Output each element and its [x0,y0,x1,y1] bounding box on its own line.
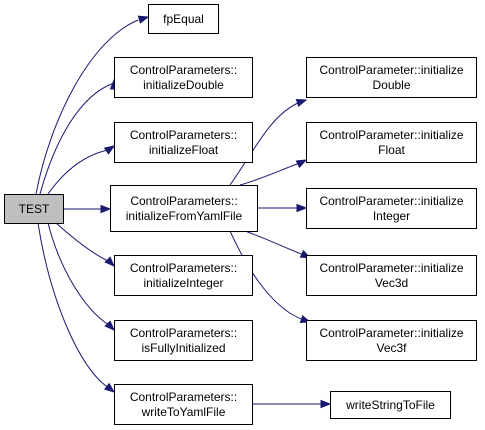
arrowhead-icon [103,145,116,155]
edge-cps_initfromyaml-to-cp_initfloat [239,159,308,186]
node-box [4,194,64,224]
node-label-line: initializeFromYamlFile [126,209,243,223]
node-label-line: ControlParameter::initialize [319,194,463,208]
arrowhead-icon [320,399,332,409]
node-test[interactable]: TEST [4,194,64,224]
node-label-line: ControlParameter::initialize [319,326,463,340]
node-label-line: ControlParameters:: [130,194,237,208]
node-label-line: TEST [19,202,50,216]
node-label-line: Float [378,143,405,157]
node-cps_initdouble[interactable]: ControlParameters::initializeDouble [114,57,253,98]
node-cp_initfloat[interactable]: ControlParameter::initializeFloat [306,122,477,163]
arrowhead-icon [137,15,150,24]
edge-cps_initfromyaml-to-cp_initvec3d [244,230,312,259]
edge-test-to-cps_initfloat [47,145,116,195]
node-box [148,4,219,34]
node-box [114,57,253,98]
node-label-line: ControlParameters:: [130,261,237,275]
edge-test-to-cps_initinteger [55,222,115,267]
node-label-line: isFullyInitialized [141,341,225,355]
arrowhead-icon [296,203,308,213]
edge-test-to-cps_initfromyaml [63,204,112,214]
node-label-line: Vec3d [375,276,408,290]
edge-line [35,19,139,195]
arrowhead-icon [104,320,115,331]
node-label-line: Integer [373,209,410,223]
arrowhead-icon [295,98,308,108]
nodes-layer: TEST fpEqualControlParameters::initialize… [4,4,477,425]
edge-line [47,149,109,195]
node-label-line: ControlParameter::initialize [319,128,463,142]
edge-cps_initfromyaml-to-cp_initdouble [229,98,308,186]
node-label-line: ControlParameter::initialize [319,63,463,77]
node-label-line: writeStringToFile [345,398,435,412]
edge-line [244,230,305,256]
edge-line [229,230,305,321]
node-label-line: initializeDouble [143,78,224,92]
node-label-line: ControlParameter::initialize [319,261,463,275]
edge-test-to-cps_isfully [47,222,115,331]
node-label-line: Double [372,78,410,92]
node-label-line: ControlParameters:: [130,128,237,142]
node-box [114,384,253,425]
node-cps_writeyaml[interactable]: ControlParameters::writeToYamlFile [114,384,253,425]
node-label-line: initializeInteger [143,276,223,290]
node-cps_initfromyaml[interactable]: ControlParameters::initializeFromYamlFil… [110,185,258,232]
node-box [306,320,477,361]
node-box [114,255,253,296]
node-label-line: writeToYamlFile [141,405,226,419]
arrowhead-icon [104,256,115,267]
node-label-line: initializeFloat [149,143,219,157]
node-box [110,185,258,232]
node-cp_initdouble[interactable]: ControlParameter::initializeDouble [306,57,477,98]
edge-line [39,82,115,195]
node-box [306,188,477,229]
node-cps_initinteger[interactable]: ControlParameters::initializeInteger [114,255,253,296]
node-label-line: fpEqual [163,12,204,26]
arrowhead-icon [103,382,116,393]
node-label-line: ControlParameters:: [130,390,237,404]
node-label-line: ControlParameters:: [130,326,237,340]
edge-line [55,222,111,263]
edge-cps_initfromyaml-to-cp_initinteger [257,203,308,213]
edge-cps_writeyaml-to-writestring [252,399,332,409]
node-fpequal[interactable]: fpEqual [148,4,219,34]
edge-line [229,101,301,186]
arrowhead-icon [100,204,112,214]
node-box [330,391,451,419]
node-box [114,122,253,163]
node-cps_isfully[interactable]: ControlParameters::isFullyInitialized [114,320,253,361]
node-cp_initinteger[interactable]: ControlParameter::initializeInteger [306,188,477,229]
arrowhead-icon [295,159,308,169]
node-label-line: ControlParameters:: [130,63,237,77]
edge-line [47,222,110,326]
node-box [306,57,477,98]
node-box [306,122,477,163]
edge-test-to-fpequal [35,15,150,195]
edge-test-to-cps_writeyaml [37,222,116,393]
node-label-line: Vec3f [376,341,407,355]
edge-line [37,222,110,389]
node-writestring[interactable]: writeStringToFile [330,391,451,419]
node-cps_initfloat[interactable]: ControlParameters::initializeFloat [114,122,253,163]
node-box [306,255,477,296]
node-box [114,320,253,361]
edge-line [239,162,301,186]
